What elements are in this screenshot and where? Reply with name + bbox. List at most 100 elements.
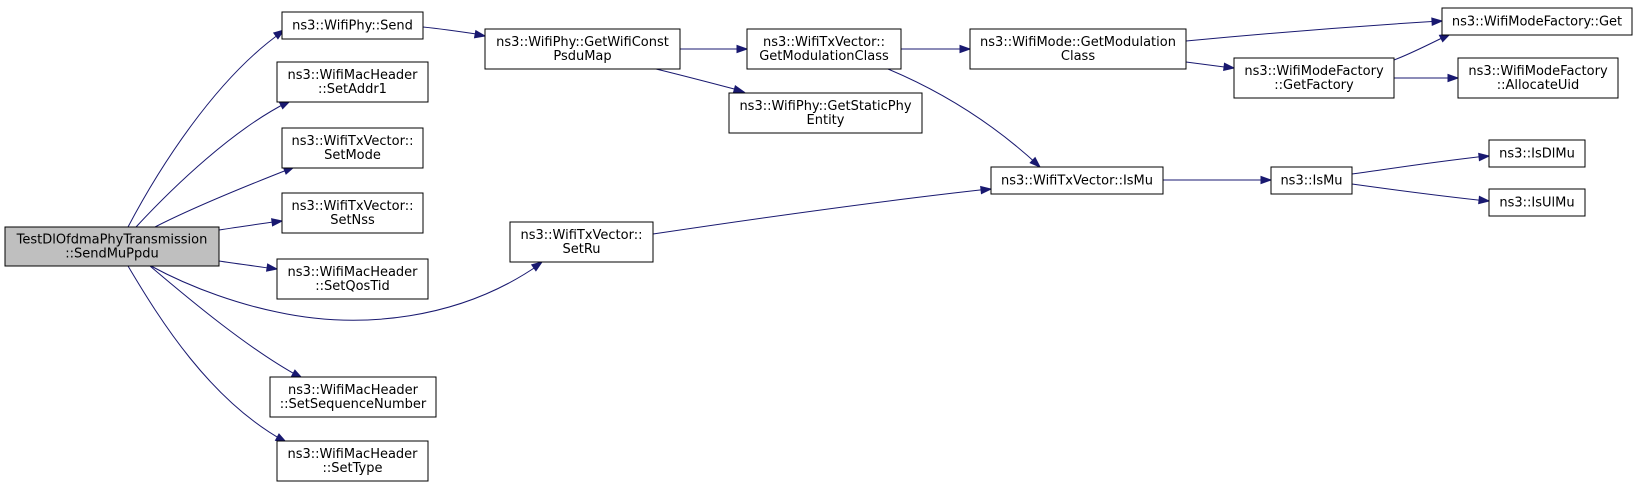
node-box	[269, 376, 437, 418]
node-box	[1270, 166, 1353, 195]
arrowhead-icon	[1260, 175, 1273, 185]
arrowhead-icon	[732, 85, 746, 94]
node-label: GetModulationClass	[759, 49, 889, 64]
node-box	[1457, 57, 1619, 99]
edge-line	[135, 101, 289, 228]
node-box	[509, 221, 654, 263]
edge-line	[652, 188, 990, 235]
node-tx-getmodclass[interactable]: ns3::WifiTxVector::GetModulationClass	[746, 28, 902, 70]
edge-root-to-mac-setaddr1	[135, 100, 292, 228]
arrowhead-icon	[272, 29, 286, 40]
node-label: SetNss	[330, 213, 375, 228]
node-label: ::SetQosTid	[315, 279, 389, 294]
node-label: ns3::WifiModeFactory	[1468, 64, 1608, 79]
edge-tx-setru-to-tx-ismu	[652, 185, 993, 235]
arrowhead-icon	[736, 44, 749, 54]
arrowhead-icon	[1478, 195, 1491, 205]
node-label: TestDlOfdmaPhyTransmission	[16, 233, 208, 248]
node-box	[728, 92, 923, 134]
node-label: ns3::WifiTxVector::	[291, 134, 413, 149]
node-isdlmu[interactable]: ns3::IsDlMu	[1488, 139, 1586, 168]
edge-line	[655, 68, 743, 92]
node-box	[281, 127, 424, 169]
edge-line	[154, 167, 293, 228]
arrowhead-icon	[473, 29, 487, 39]
node-wifiphy-send[interactable]: ns3::WifiPhy::Send	[281, 11, 424, 40]
node-label: SetRu	[562, 242, 600, 257]
node-label: ns3::WifiTxVector::	[763, 35, 885, 50]
edge-mode-getmodclass-to-factory-getfactory	[1185, 61, 1236, 72]
node-root[interactable]: TestDlOfdmaPhyTransmission::SendMuPpdu	[4, 226, 220, 267]
node-box	[276, 61, 429, 103]
node-label: ns3::WifiPhy::GetStaticPhy	[739, 99, 911, 114]
node-label: ns3::IsDlMu	[1499, 147, 1575, 162]
node-box	[746, 28, 902, 70]
arrowhead-icon	[1431, 17, 1444, 26]
node-label: Class	[1061, 49, 1095, 64]
node-label: ::AllocateUid	[1497, 78, 1579, 93]
node-mac-setaddr1[interactable]: ns3::WifiMacHeader::SetAddr1	[276, 61, 429, 103]
node-mac-setseq[interactable]: ns3::WifiMacHeader::SetSequenceNumber	[269, 376, 437, 418]
node-factory-get[interactable]: ns3::WifiModeFactory::Get	[1441, 7, 1633, 36]
node-label: ns3::IsMu	[1280, 174, 1342, 189]
node-factory-getfactory[interactable]: ns3::WifiModeFactory::GetFactory	[1233, 57, 1395, 99]
arrowhead-icon	[1029, 156, 1042, 169]
node-box	[281, 192, 424, 234]
node-tx-setmode[interactable]: ns3::WifiTxVector::SetMode	[281, 127, 424, 169]
node-label: ns3::WifiMacHeader	[288, 383, 419, 398]
edge-getwificonst-to-tx-getmodclass	[680, 44, 749, 54]
edge-wifiphy-send-to-getwificonst	[422, 26, 487, 39]
node-isulmu[interactable]: ns3::IsUlMu	[1488, 188, 1586, 217]
edge-factory-getfactory-to-factory-get	[1393, 33, 1452, 61]
node-label: ns3::WifiMacHeader	[287, 447, 418, 462]
node-tx-setnss[interactable]: ns3::WifiTxVector::SetNss	[281, 192, 424, 234]
node-label: ns3::IsUlMu	[1499, 196, 1574, 211]
node-mac-settype[interactable]: ns3::WifiMacHeader::SetType	[276, 440, 429, 482]
edge-tx-getmodclass-to-mode-getmodclass	[901, 44, 972, 54]
call-graph-edges	[127, 17, 1491, 443]
node-label: ::SetType	[323, 461, 383, 476]
edge-line	[218, 220, 281, 231]
arrowhead-icon	[1447, 73, 1460, 83]
node-factory-allocuid[interactable]: ns3::WifiModeFactory::AllocateUid	[1457, 57, 1619, 99]
node-box	[484, 28, 681, 70]
node-tx-setru[interactable]: ns3::WifiTxVector::SetRu	[509, 221, 654, 263]
edge-root-to-wifiphy-send	[127, 29, 286, 228]
node-label: Entity	[807, 113, 845, 128]
node-mac-setqostid[interactable]: ns3::WifiMacHeader::SetQosTid	[276, 258, 429, 300]
node-box	[1488, 188, 1586, 217]
edge-line	[1185, 20, 1441, 42]
edge-line	[1351, 183, 1488, 202]
node-box	[1488, 139, 1586, 168]
edge-root-to-tx-setmode	[154, 166, 296, 228]
node-box	[1441, 7, 1633, 36]
node-label: ::SetSequenceNumber	[280, 397, 427, 412]
arrowhead-icon	[530, 261, 544, 272]
node-box	[969, 28, 1187, 70]
edge-ismu-to-isulmu	[1351, 183, 1491, 205]
node-label: ::SetAddr1	[318, 82, 387, 97]
node-label: ::GetFactory	[1274, 78, 1354, 93]
edge-line	[150, 263, 541, 321]
arrowhead-icon	[980, 185, 993, 195]
arrowhead-icon	[959, 44, 972, 54]
node-label: ns3::WifiTxVector::	[291, 199, 413, 214]
node-ismu[interactable]: ns3::IsMu	[1270, 166, 1353, 195]
edge-ismu-to-isdlmu	[1351, 152, 1491, 175]
node-label: ns3::WifiMode::GetModulation	[980, 35, 1176, 50]
node-label: PsduMap	[553, 49, 611, 64]
node-box	[276, 440, 429, 482]
arrowhead-icon	[271, 218, 284, 227]
edge-factory-getfactory-to-factory-allocuid	[1394, 73, 1460, 83]
node-label: ns3::WifiPhy::Send	[292, 19, 413, 34]
node-label: ns3::WifiMacHeader	[287, 68, 418, 83]
node-box	[4, 226, 220, 267]
edge-getwificonst-to-getstaticphy	[655, 68, 746, 94]
edge-root-to-mac-setqostid	[218, 260, 279, 272]
edge-mode-getmodclass-to-factory-get	[1185, 17, 1444, 42]
node-tx-ismu[interactable]: ns3::WifiTxVector::IsMu	[990, 166, 1164, 195]
node-mode-getmodclass[interactable]: ns3::WifiMode::GetModulationClass	[969, 28, 1187, 70]
